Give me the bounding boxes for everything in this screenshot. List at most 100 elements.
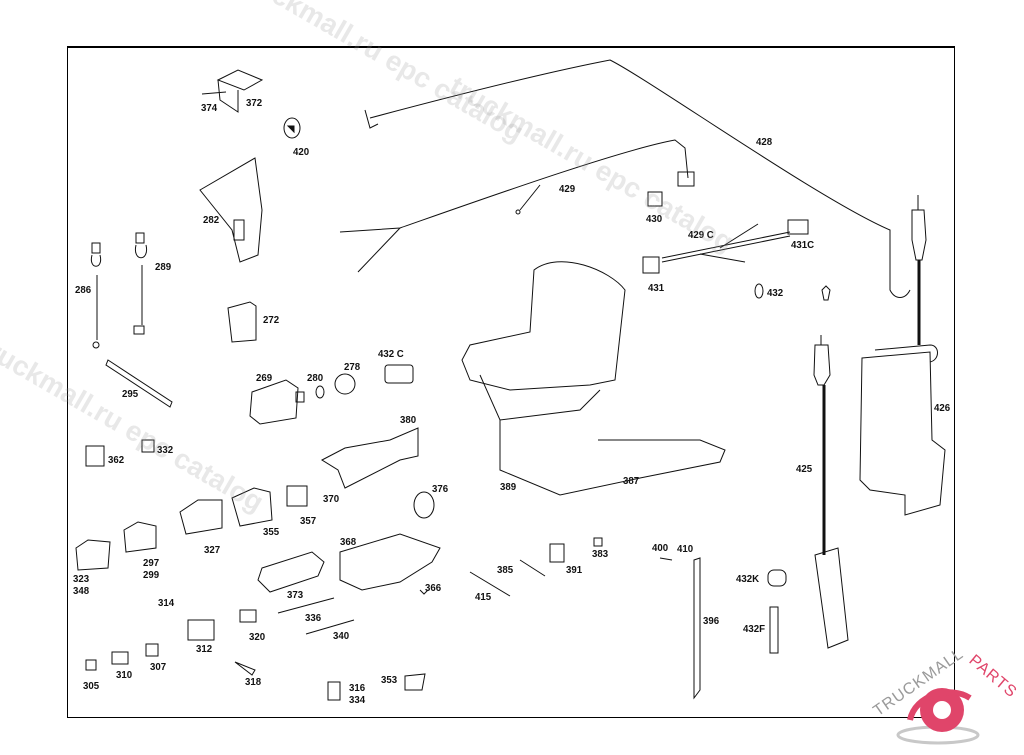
- label-307[interactable]: 307: [150, 661, 167, 673]
- label-318[interactable]: 318: [245, 676, 262, 688]
- cap-432k: [767, 569, 787, 587]
- label-323[interactable]: 323: [73, 573, 90, 585]
- label-430[interactable]: 430: [646, 213, 663, 225]
- label-362[interactable]: 362: [108, 454, 125, 466]
- label-410[interactable]: 410: [677, 543, 694, 555]
- relay-269: [249, 379, 305, 425]
- label-420[interactable]: 420: [293, 146, 310, 158]
- frame-top-border: [67, 46, 955, 48]
- label-278[interactable]: 278: [344, 361, 361, 373]
- strap-295: [105, 359, 173, 408]
- harness-431c: [642, 219, 809, 274]
- gear-icon: [896, 688, 980, 745]
- bracket-372: [201, 69, 264, 113]
- tie-340: [305, 619, 355, 635]
- grommet-420: [283, 117, 301, 139]
- label-289[interactable]: 289: [155, 261, 172, 273]
- relay-297: [123, 521, 157, 553]
- label-380[interactable]: 380: [400, 414, 417, 426]
- label-400[interactable]: 400: [652, 542, 669, 554]
- part-305: [85, 659, 97, 671]
- label-431c[interactable]: 431C: [791, 239, 815, 251]
- plug-366: [419, 589, 429, 595]
- label-348[interactable]: 348: [73, 585, 90, 597]
- label-312[interactable]: 312: [196, 643, 213, 655]
- label-372[interactable]: 372: [246, 97, 263, 109]
- label-353[interactable]: 353: [381, 674, 398, 686]
- bracket-282: [199, 157, 263, 263]
- module-272: [227, 301, 257, 343]
- bracket-391: [549, 543, 565, 563]
- relay-323: [75, 539, 111, 571]
- part-353: [404, 673, 426, 691]
- switch-432c: [384, 364, 414, 384]
- switch-362: [85, 445, 105, 467]
- label-295[interactable]: 295: [122, 388, 139, 400]
- label-286[interactable]: 286: [75, 284, 92, 296]
- label-432c[interactable]: 432 C: [378, 348, 404, 360]
- label-370[interactable]: 370: [323, 493, 340, 505]
- label-415[interactable]: 415: [475, 591, 492, 603]
- label-391[interactable]: 391: [566, 564, 583, 576]
- label-368[interactable]: 368: [340, 536, 357, 548]
- label-374[interactable]: 374: [201, 102, 218, 114]
- label-385[interactable]: 385: [497, 564, 514, 576]
- label-426[interactable]: 426: [934, 402, 951, 414]
- diagram-frame: [67, 46, 955, 718]
- label-327[interactable]: 327: [204, 544, 221, 556]
- label-340[interactable]: 340: [333, 630, 350, 642]
- label-396[interactable]: 396: [703, 615, 720, 627]
- grommet-280: [315, 385, 325, 399]
- connector-430: [647, 191, 663, 207]
- part-318: [234, 661, 256, 676]
- cap-278: [334, 373, 356, 395]
- label-334[interactable]: 334: [349, 694, 366, 706]
- bar-396: [693, 557, 701, 700]
- label-376[interactable]: 376: [432, 483, 449, 495]
- label-431[interactable]: 431: [648, 282, 665, 294]
- label-355[interactable]: 355: [263, 526, 280, 538]
- label-316[interactable]: 316: [349, 682, 366, 694]
- cap-332: [141, 439, 155, 453]
- seat: [461, 261, 726, 496]
- label-314[interactable]: 314: [158, 597, 175, 609]
- label-387[interactable]: 387: [623, 475, 640, 487]
- label-428[interactable]: 428: [756, 136, 773, 148]
- housing-368: [339, 533, 441, 591]
- label-429[interactable]: 429: [559, 183, 576, 195]
- label-280[interactable]: 280: [307, 372, 324, 384]
- label-357[interactable]: 357: [300, 515, 317, 527]
- label-373[interactable]: 373: [287, 589, 304, 601]
- tube-432f: [769, 606, 779, 654]
- relay-355: [231, 487, 273, 527]
- label-432f[interactable]: 432F: [743, 623, 766, 635]
- label-310[interactable]: 310: [116, 669, 133, 681]
- label-299[interactable]: 299: [143, 569, 160, 581]
- clip-432: [754, 283, 764, 299]
- label-383[interactable]: 383: [592, 548, 609, 560]
- truckmallparts-logo: TRUCKMALL PARTS: [860, 645, 1024, 750]
- bracket-370: [320, 427, 419, 489]
- label-432[interactable]: 432: [767, 287, 784, 299]
- label-269[interactable]: 269: [256, 372, 273, 384]
- label-366[interactable]: 366: [425, 582, 442, 594]
- label-272[interactable]: 272: [263, 314, 280, 326]
- harness-429: [339, 139, 695, 273]
- label-336[interactable]: 336: [305, 612, 322, 624]
- antenna-mast: [911, 195, 927, 345]
- label-429c[interactable]: 429 C: [688, 229, 714, 241]
- label-425[interactable]: 425: [796, 463, 813, 475]
- label-332[interactable]: 332: [157, 444, 174, 456]
- tie-415: [469, 571, 511, 597]
- label-432k[interactable]: 432K: [736, 573, 760, 585]
- part-307: [145, 643, 159, 657]
- label-282[interactable]: 282: [203, 214, 220, 226]
- part-316: [327, 681, 341, 701]
- label-297[interactable]: 297: [143, 557, 160, 569]
- label-305[interactable]: 305: [83, 680, 100, 692]
- part-320: [239, 609, 257, 623]
- label-389[interactable]: 389: [500, 481, 517, 493]
- label-320[interactable]: 320: [249, 631, 266, 643]
- relay-327: [179, 499, 223, 535]
